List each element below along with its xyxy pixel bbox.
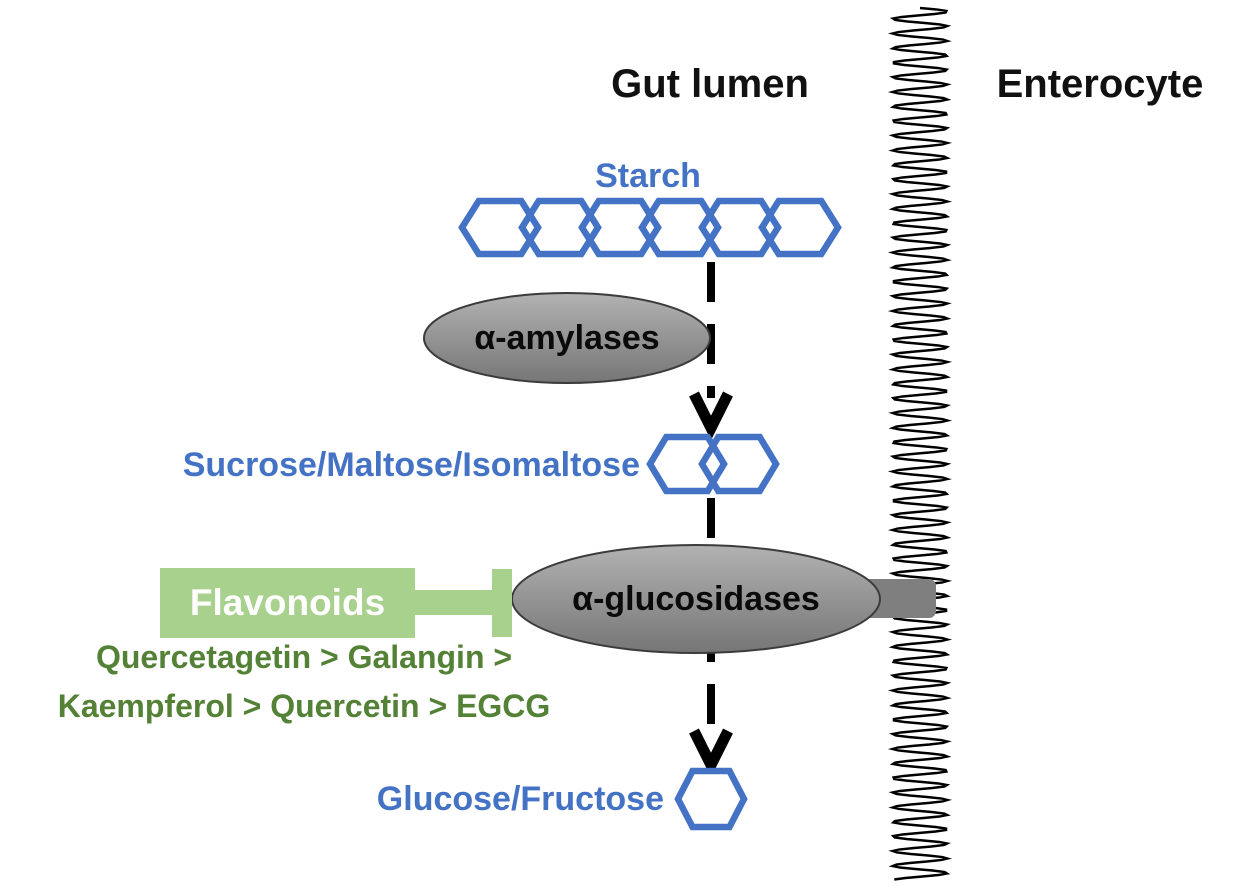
glucosidase-label: α-glucosidases: [572, 580, 820, 618]
starch-label: Starch: [595, 157, 701, 195]
sugar-hexagon-unit: [458, 197, 542, 258]
sugar-hexagon-unit: [578, 197, 662, 258]
potency-ranking-line2: Kaempferol > Quercetin > EGCG: [57, 688, 551, 724]
sugar-hexagon-unit: [518, 197, 602, 258]
monosaccharide-hexagon-icon: [674, 767, 748, 831]
sugar-hexagon-unit: [638, 197, 722, 258]
membrane-coil-icon: [887, 6, 953, 881]
amylase-enzyme-ellipse: [423, 292, 711, 384]
disaccharide-hexagon-pair-icon: [646, 433, 780, 495]
monosaccharides-label: Glucose/Fructose: [376, 780, 664, 818]
disaccharides-label: Sucrose/Maltose/Isomaltose: [182, 446, 640, 484]
gut-lumen-label: Gut lumen: [611, 62, 809, 106]
starch-hexagon-chain-icon: [458, 197, 842, 258]
enterocyte-label: Enterocyte: [996, 62, 1204, 106]
flavonoids-label: Flavonoids: [189, 582, 386, 623]
inhibition-tbar-icon: [414, 569, 512, 637]
potency-ranking-line1: Quercetagetin > Galangin >: [95, 639, 513, 675]
sugar-hexagon-unit: [698, 433, 780, 495]
sugar-hexagon-unit: [698, 197, 782, 258]
amylase-label: α-amylases: [474, 319, 660, 357]
reaction-arrow-disaccharides-to-monosaccharides-icon: [689, 498, 733, 778]
sugar-hexagon-unit: [646, 433, 728, 495]
sugar-hexagon-unit: [758, 197, 842, 258]
sugar-hexagon-unit: [674, 767, 748, 831]
flavonoids-inhibitor-box: Flavonoids: [160, 568, 415, 638]
reaction-arrow-starch-to-disaccharides-icon: [689, 262, 733, 441]
